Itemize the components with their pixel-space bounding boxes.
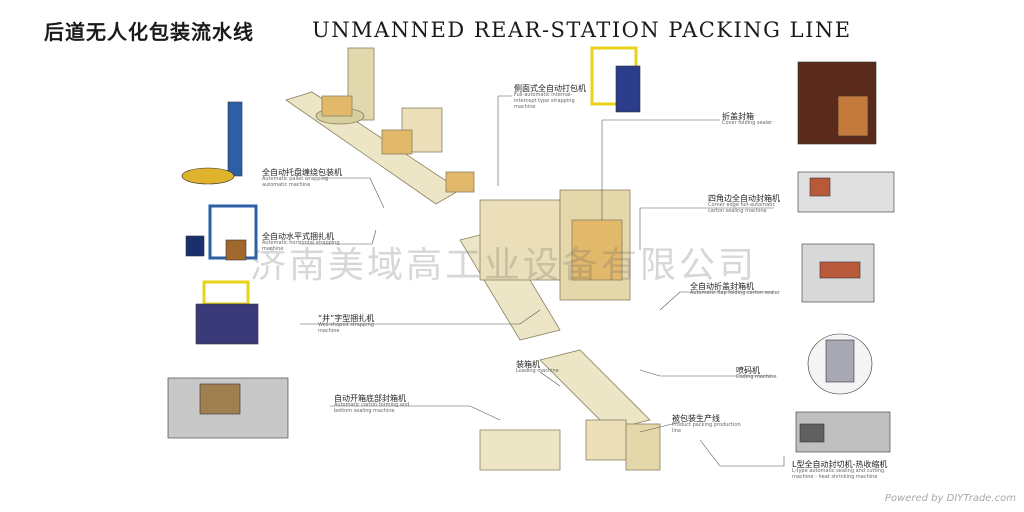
central-carton-sealer-machine (479, 189, 631, 301)
label-en: Product packing production line (672, 422, 741, 434)
pallet-wrapper-station (315, 47, 375, 125)
arch-strapping-photo (195, 280, 259, 345)
leader-stretch (322, 177, 385, 209)
label-en: Well-shaped strapping machine (318, 322, 374, 334)
leader-corner-tape (639, 207, 774, 250)
bottom-station (585, 419, 661, 471)
leader-semi-strapping (497, 95, 512, 186)
label-corner-tape-sealer: 四角边全自动封箱机 Corner edge full-automatic car… (708, 194, 786, 215)
coding-photo (807, 333, 873, 395)
label-en: Coding machine (736, 374, 777, 381)
label-cross-strapping: “井”字型捆扎机 Well-shaped strapping machine (318, 314, 390, 335)
label-boxing: 装箱机 Loading machine (516, 360, 576, 375)
label-cn: 装箱机 (516, 360, 540, 369)
conveyor-bottom (539, 349, 651, 431)
label-erector: 自动开箱底部封箱机 Automatic carton forming and b… (334, 394, 426, 415)
label-shrink: L型全自动封切机-热收缩机 L-type automatic sealing a… (792, 460, 892, 481)
label-cn: L型全自动封切机-热收缩机 (792, 460, 888, 469)
label-en: Automatic flap folding carton sealer (690, 290, 780, 297)
label-production-line: 被包装生产线 Product packing production line (672, 414, 750, 435)
label-en: Cover folding sealer (722, 120, 773, 127)
label-en: Automatic horizontal strapping machine (262, 240, 340, 252)
carton-on-conveyor (445, 171, 475, 193)
shrink-photo (795, 411, 891, 453)
label-semi-strapping: 侧面式全自动打包机 Full-automatic internal-interc… (514, 84, 590, 110)
leader-shrink (699, 439, 785, 467)
label-cn: 全自动折盖封箱机 (690, 282, 754, 291)
page-title-english: UNMANNED REAR-STATION PACKING LINE (312, 18, 852, 42)
leader-auto-sealer (659, 291, 774, 311)
label-cn: 喷码机 (736, 366, 760, 375)
leader-production (639, 421, 681, 433)
label-cn: 侧面式全自动打包机 (514, 84, 586, 93)
label-stretch-wrapper: 全自动托盘缠绕包装机 Automatic pallet wrapping aut… (262, 168, 344, 189)
auto-sealer-photo (801, 243, 875, 303)
label-cn: 全自动托盘缠绕包装机 (262, 168, 342, 177)
stretch-wrapper-photo (181, 101, 243, 185)
label-cn: 被包装生产线 (672, 414, 720, 423)
label-cn: “井”字型捆扎机 (318, 314, 375, 323)
label-cn: 四角边全自动封箱机 (708, 194, 780, 203)
leader-boxing (539, 371, 561, 387)
leader-horizontal (300, 229, 377, 245)
footer-credit[interactable]: Powered by DIYTrade.com (884, 493, 1016, 504)
horizontal-strapping-photo (185, 204, 258, 261)
label-en: Automatic carton forming and bottom seal… (334, 402, 410, 414)
leader-erector (330, 405, 501, 421)
inline-strapping-gantry (381, 107, 443, 155)
label-en: Automatic pallet wrapping automatic mach… (262, 176, 329, 188)
corner-sealer-photo (797, 171, 895, 213)
label-horizontal-strapping: 全自动水平式捆扎机 Automatic horizontal strapping… (262, 232, 346, 253)
leader-coding (639, 369, 774, 377)
label-cn: 折盖封箱 (722, 112, 754, 121)
leader-cross (300, 309, 541, 325)
semi-strapping-photo (590, 46, 641, 113)
label-en: Loading machine (516, 368, 559, 375)
cover-sealer-photo (797, 61, 877, 145)
label-en: L-type automatic sealing and cutting mac… (792, 468, 885, 480)
label-auto-tape-sealer: 全自动折盖封箱机 Automatic flap folding carton s… (690, 282, 786, 297)
label-en: Full-automatic internal-intercept type s… (514, 92, 575, 110)
label-coding: 喷码机 Coding machine (736, 366, 790, 381)
watermark: 济南美域高工业设备有限公司 (250, 245, 758, 286)
label-cn: 自动开箱底部封箱机 (334, 394, 406, 403)
page-title-chinese: 后道无人化包装流水线 (44, 20, 254, 44)
label-cn: 全自动水平式捆扎机 (262, 232, 334, 241)
label-corner-sealer: 折盖封箱 Cover folding sealer (722, 112, 794, 127)
label-en: Corner edge full-automatic carton sealin… (708, 202, 776, 214)
erector-photo (167, 377, 289, 439)
leader-cover-sealer (601, 119, 720, 220)
conveyor-exit (479, 429, 561, 471)
